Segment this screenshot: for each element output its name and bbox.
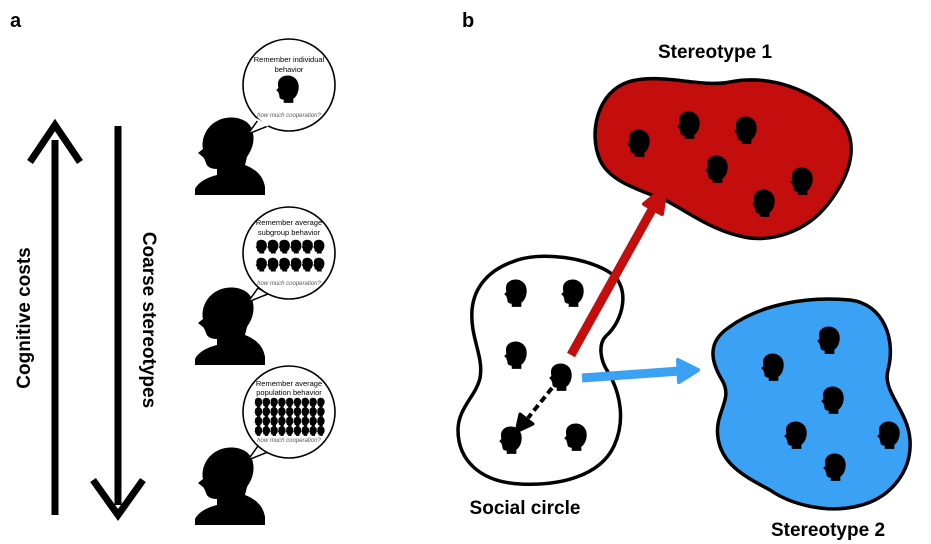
- bubble-3-line2: population behavior: [256, 388, 322, 397]
- bubble-3-line1: Remember average: [256, 379, 322, 388]
- bubble-1-line1: Remember individual: [254, 55, 325, 64]
- panel-a-label: a: [10, 10, 22, 32]
- bubble-1-question: how much cooperation?: [257, 113, 321, 119]
- bubble-1-line2: behavior: [275, 65, 304, 74]
- red-arrow: [567, 184, 668, 358]
- stereotype-1-label: Stereotype 1: [658, 42, 772, 63]
- speech-bubble-individual: Remember individual behavior how much co…: [242, 38, 336, 136]
- coarse-stereotypes-label: Coarse stereotypes: [138, 232, 159, 408]
- social-circle-blob: [456, 254, 625, 486]
- speech-bubble-subgroup: Remember average subgroup behavior how m…: [242, 206, 336, 304]
- cognitive-costs-label: Cognitive costs: [14, 247, 35, 388]
- coarse-stereotypes-arrow: [90, 126, 146, 522]
- panel-b-label: b: [462, 10, 474, 32]
- person-silhouette-icon: [195, 447, 265, 525]
- stereotype-2-label: Stereotype 2: [771, 520, 885, 541]
- bubble-2-line2: subgroup behavior: [258, 228, 321, 237]
- black-dashed-arrow: [514, 386, 554, 434]
- blue-arrow: [581, 358, 700, 384]
- bubble-2-line1: Remember average: [256, 218, 322, 227]
- cognitive-costs-arrow: [27, 118, 83, 515]
- stereotype-2-blob: [711, 297, 912, 511]
- speech-bubble-population: Remember average population behavior how…: [242, 365, 336, 462]
- social-circle-label: Social circle: [470, 498, 581, 519]
- bubble-3-question: how much cooperation?: [257, 438, 321, 444]
- bubble-2-question: how much cooperation?: [257, 281, 321, 287]
